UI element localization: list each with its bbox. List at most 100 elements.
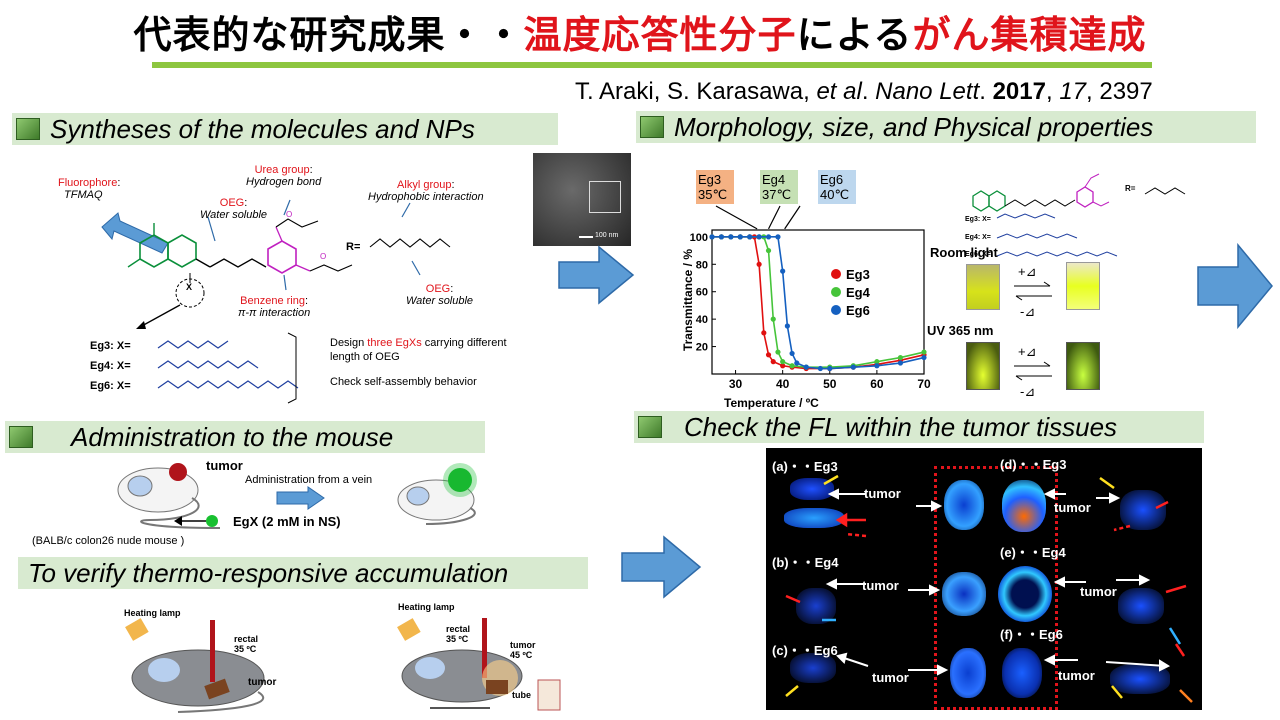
flow-arrow-right-icon — [1197, 243, 1273, 329]
label-heat-minus-1: -⊿ — [1020, 304, 1036, 319]
legend-marker-eg3 — [831, 269, 841, 279]
section-header-morphology: Morphology, size, and Physical propertie… — [636, 111, 1256, 143]
fl-tumor-label: tumor — [872, 670, 909, 685]
flow-arrow-right-icon — [558, 245, 635, 305]
annotation-pointer — [784, 205, 801, 230]
fl-tumor-label: tumor — [862, 578, 899, 593]
tumor-blob-eg4-right — [998, 566, 1052, 622]
label-heating-lamp-2: Heating lamp — [398, 602, 455, 612]
fl-label-e: (e)・・Eg4 — [1000, 545, 1066, 560]
section-header-verify: To verify thermo-responsive accumulation — [18, 557, 588, 589]
data-point-eg6 — [756, 234, 762, 240]
data-point-eg6 — [803, 364, 809, 370]
label-eg4-structure: Eg4: X= — [90, 360, 131, 372]
bullet-square-icon — [640, 116, 664, 138]
label-urea: Urea group:Hydrogen bond — [246, 164, 322, 188]
molecule-structure-diagram: O O — [101, 199, 451, 404]
annotation-pointer — [767, 205, 781, 230]
admin-arrow-right-icon — [276, 486, 325, 510]
flow-arrow-right-icon — [621, 535, 702, 599]
chart-y-label: Transmittance / % — [681, 248, 695, 352]
data-point-eg6 — [874, 363, 880, 369]
data-point-eg4 — [897, 354, 904, 361]
data-point-eg6 — [794, 360, 800, 366]
data-point-eg3 — [756, 261, 762, 267]
bullet-square-icon — [638, 416, 662, 438]
data-point-eg4 — [921, 349, 927, 355]
mouse-before-icon — [117, 463, 221, 529]
label-alkyl: Alkyl group:Hydrophobic interaction — [368, 179, 484, 203]
chart-x-label: Temperature / ºC — [724, 396, 819, 410]
vial-uv-before — [966, 342, 1000, 390]
tumor-blob-eg3-right — [1002, 480, 1046, 532]
section-header-administration: Administration to the mouse — [5, 421, 485, 453]
vial-room-light-after — [1066, 262, 1100, 310]
x-tick-label: 50 — [823, 377, 837, 391]
mouse-after-icon — [397, 463, 477, 525]
x-tick-label: 60 — [870, 377, 884, 391]
bullet-square-icon — [16, 118, 40, 140]
tumor-blob-eg3-mid — [944, 480, 984, 530]
data-point-eg6 — [784, 323, 790, 329]
organ-blob-e — [1118, 588, 1164, 624]
data-point-eg6 — [709, 234, 715, 240]
fl-tumor-label: tumor — [1058, 668, 1095, 683]
svg-text:O: O — [320, 252, 326, 261]
annotation-pointer — [715, 205, 758, 230]
section-header-syntheses: Syntheses of the molecules and NPs — [12, 113, 558, 145]
data-point-eg3 — [770, 359, 776, 365]
legend-marker-eg6 — [831, 305, 841, 315]
label-heat-plus-1: +⊿ — [1018, 264, 1037, 279]
mouse-heating-local-icon — [397, 618, 561, 711]
section-header-fl-check: Check the FL within the tumor tissues — [634, 411, 1204, 443]
tumor-blob-eg6-mid — [950, 648, 986, 698]
sem-scale-bar — [579, 236, 593, 238]
label-eg3-structure: Eg3: X= — [90, 340, 131, 352]
data-point-eg4 — [775, 349, 781, 355]
data-point-eg6 — [775, 234, 781, 240]
data-point-eg6 — [850, 364, 856, 370]
legend-label-eg3: Eg3 — [846, 267, 870, 282]
data-point-eg3 — [780, 363, 786, 369]
data-point-eg4 — [789, 363, 795, 369]
y-tick-label: 20 — [696, 342, 708, 354]
fl-tumor-label: tumor — [1054, 500, 1091, 515]
fl-tumor-label: tumor — [864, 486, 901, 501]
label-heat-plus-2: +⊿ — [1018, 344, 1037, 359]
reversible-arrows-icon — [1014, 281, 1052, 301]
fl-label-d: (d)・・Eg3 — [1000, 457, 1067, 472]
data-point-eg6 — [728, 234, 734, 240]
mouse-heating-control-icon — [125, 618, 265, 713]
y-tick-label: 80 — [696, 259, 708, 271]
y-tick-label: 100 — [690, 232, 708, 244]
slide-title: 代表的な研究成果・・温度応答性分子によるがん集積達成 — [133, 13, 1147, 57]
x-tick-label: 40 — [776, 377, 790, 391]
sem-zoom-box — [589, 181, 621, 213]
label-oeg-2: OEG:Water soluble — [406, 283, 474, 307]
label-fluorophore: Fluorophore:TFMAQ — [58, 177, 121, 201]
vial-room-light-before — [966, 264, 1000, 310]
label-benzene: Benzene ring:π-π interaction — [238, 295, 311, 319]
fl-pointer-arrows — [785, 474, 1193, 703]
check-note: Check self-assembly behavior — [330, 376, 477, 388]
vial-uv-after — [1066, 342, 1100, 390]
label-r: R= — [346, 241, 361, 253]
label-tumor-verify-1: tumor — [248, 677, 277, 688]
series-line-eg4 — [712, 236, 925, 368]
data-point-eg4 — [765, 247, 772, 254]
label-x: X — [186, 282, 193, 292]
data-point-eg3 — [761, 330, 767, 336]
y-tick-label: 40 — [696, 314, 708, 326]
label-eg4-morph: Eg4: X= — [965, 234, 991, 241]
fluorescence-image-panel: (a)・・Eg3 (b)・・Eg4 (c)・・Eg6 (d)・・Eg3 (e)・… — [766, 448, 1202, 710]
fl-label-f: (f)・・Eg6 — [1000, 627, 1063, 642]
label-tumor-admin: tumor — [206, 458, 243, 473]
data-point-eg6 — [921, 354, 927, 361]
data-point-eg4 — [770, 316, 776, 322]
synthesis-panel: O O Fluorophore:TFMAQ OEG:Water soluble … — [40, 155, 560, 410]
legend-label-eg4: Eg4 — [846, 285, 871, 300]
